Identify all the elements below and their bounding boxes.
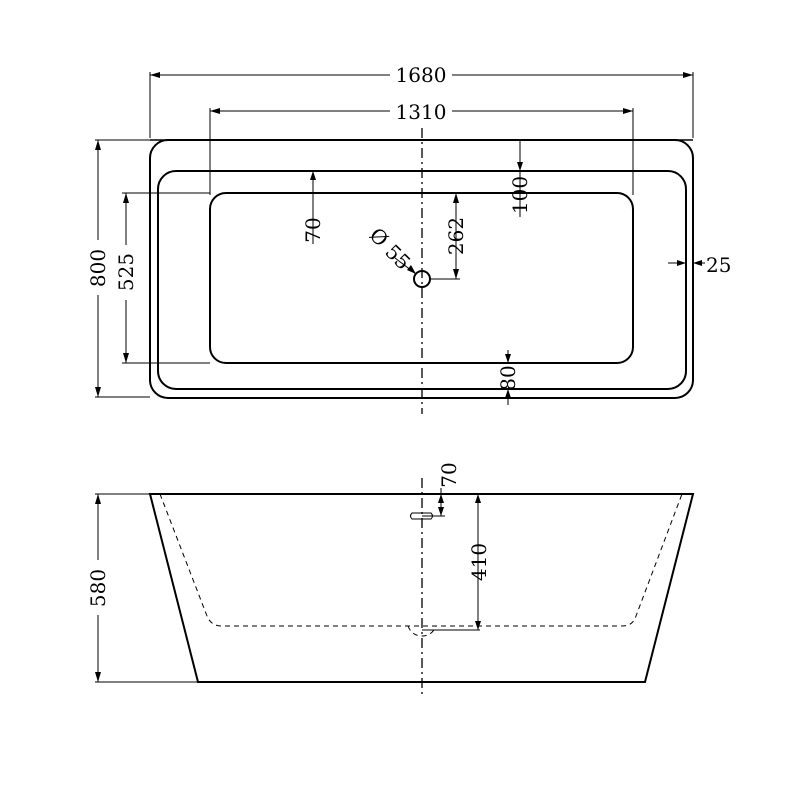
top-view	[149, 128, 694, 414]
dim-inner-length-label: 1310	[396, 100, 447, 124]
dim-overall-length-label: 1680	[396, 63, 447, 87]
dim-overflow-top: 70	[422, 462, 461, 517]
side-view-hidden-basin	[159, 493, 683, 627]
dim-inner-offset: 70	[301, 171, 325, 244]
dim-inner-length: 1310	[209, 100, 634, 195]
dim-overflow-height: 410	[422, 494, 491, 631]
dim-drain-offset: 262	[422, 192, 468, 280]
dim-height: 580	[86, 493, 198, 683]
dim-overflow-top-label: 70	[437, 462, 461, 487]
dim-rim-side: 25	[668, 253, 731, 277]
dim-rim-bottom: 80	[496, 350, 520, 405]
dim-overflow-height-label: 410	[467, 543, 491, 581]
dim-drain-diameter: Ø 55	[365, 223, 417, 275]
dim-height-label: 580	[86, 569, 110, 607]
side-view-outline	[148, 493, 695, 683]
dim-rim-side-label: 25	[706, 253, 731, 277]
dim-drain-offset-label: 262	[444, 217, 468, 255]
side-view-drain	[407, 625, 437, 637]
dim-overall-width-label: 800	[86, 249, 110, 287]
dim-rim-top: 100	[508, 140, 532, 217]
dim-overall-width: 800	[86, 139, 150, 398]
side-view-overflow	[410, 512, 433, 520]
dim-rim-top-label: 100	[508, 176, 532, 214]
dim-rim-bottom-label: 80	[496, 365, 520, 390]
dim-inner-width: 525	[114, 192, 210, 364]
dim-inner-width-label: 525	[114, 253, 138, 291]
dim-overall-length: 1680	[149, 63, 694, 138]
side-view	[148, 478, 695, 698]
dim-inner-offset-label: 70	[301, 217, 325, 242]
